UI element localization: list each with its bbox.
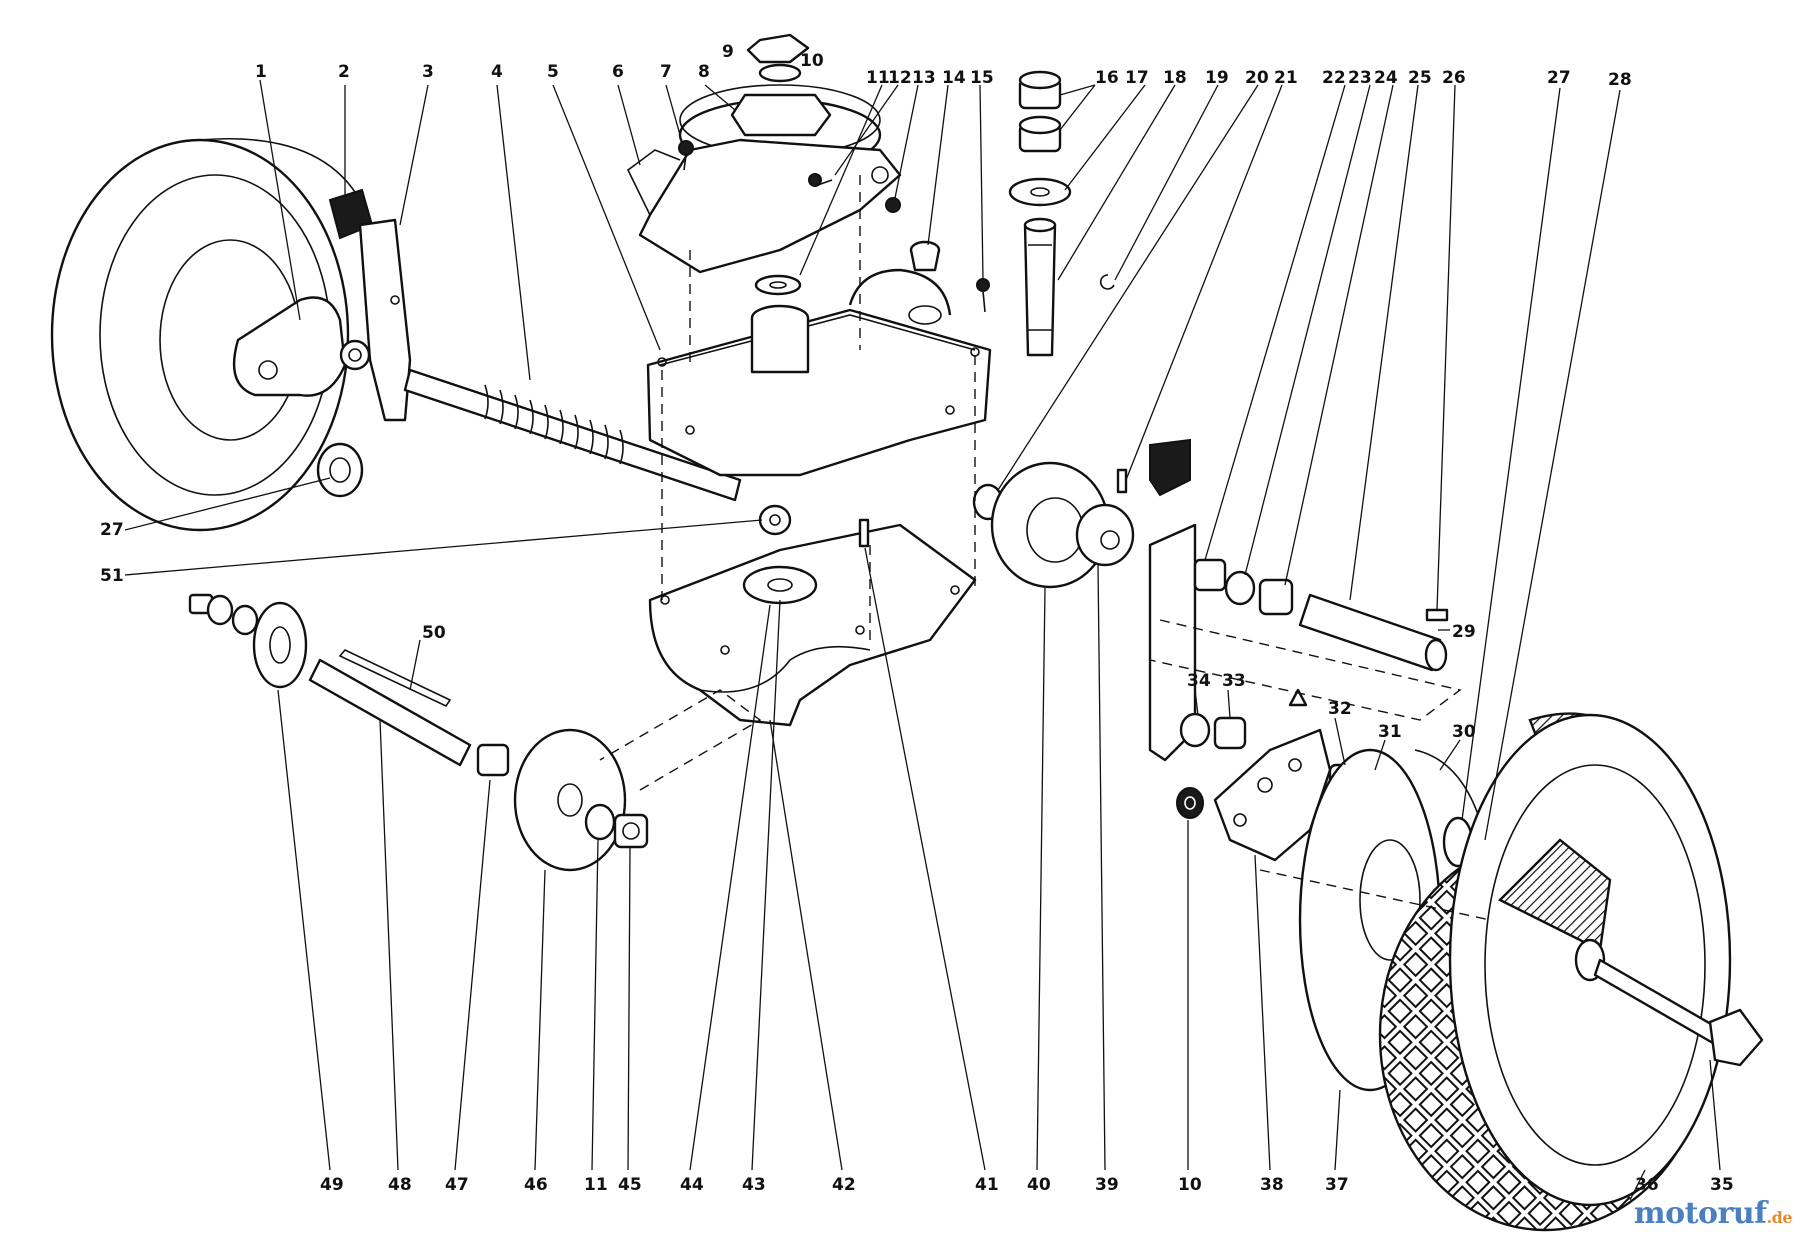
alignment-lines (599, 175, 1491, 921)
callout-48: 48 (388, 1175, 412, 1195)
callout-15: 15 (970, 68, 994, 88)
callout-50: 50 (422, 623, 446, 643)
callout-1: 1 (255, 62, 267, 82)
bearings-23-24 (1193, 558, 1294, 616)
spur-gear-49 (252, 601, 308, 689)
callout-38: 38 (1260, 1175, 1284, 1195)
tire-36 (1378, 712, 1732, 1232)
callout-25: 25 (1408, 68, 1432, 88)
callout-17: 17 (1125, 68, 1149, 88)
callout-46: 46 (524, 1175, 548, 1195)
clip-22 (1149, 438, 1191, 497)
callout-8: 8 (698, 62, 710, 82)
callout-27-top: 27 (1547, 68, 1571, 88)
callout-29: 29 (1452, 622, 1476, 642)
key-26 (1425, 608, 1449, 622)
wheel-bracket (358, 218, 412, 422)
callout-13: 13 (912, 68, 936, 88)
callout-24: 24 (1374, 68, 1398, 88)
worm-gear-44 (742, 565, 818, 605)
washer-11-upper (754, 274, 802, 296)
callout-43: 43 (742, 1175, 766, 1195)
callout-39: 39 (1095, 1175, 1119, 1195)
watermark-tld: .de (1766, 1208, 1793, 1227)
callout-45: 45 (618, 1175, 642, 1195)
vertical-input-shaft (1023, 217, 1057, 357)
callout-19: 19 (1205, 68, 1229, 88)
callout-42: 42 (832, 1175, 856, 1195)
callout-32: 32 (1328, 699, 1352, 719)
callout-35: 35 (1710, 1175, 1734, 1195)
grease-fitting (1288, 688, 1308, 707)
callout-10-bottom: 10 (1178, 1175, 1202, 1195)
callout-36: 36 (1635, 1175, 1659, 1195)
callout-51: 51 (100, 566, 124, 586)
retainer-ring-19 (1099, 274, 1115, 290)
bracket-plate (1148, 523, 1197, 762)
worm-shaft (403, 368, 742, 502)
bushing-45 (613, 813, 649, 849)
bearings-33-34 (1179, 712, 1247, 750)
washer-11-lower (584, 803, 616, 841)
spacer-pair (188, 593, 259, 636)
bearing-51 (758, 504, 792, 536)
pinion-gear-left (316, 442, 364, 498)
callouts: 1 2 3 4 5 6 7 8 9 10 11 12 13 14 15 16 1… (100, 42, 1734, 1195)
nut-and-washer (746, 33, 810, 83)
callout-23: 23 (1348, 68, 1372, 88)
pin-41 (858, 518, 870, 548)
callout-44: 44 (680, 1175, 704, 1195)
drive-gear-46 (513, 728, 627, 872)
callout-11-top: 11 (866, 68, 890, 88)
gearbox-lower-housing (648, 523, 977, 727)
callout-27-left: 27 (100, 520, 124, 540)
watermark-logo: motoruf.de (1633, 1196, 1793, 1231)
grease-cap (909, 240, 941, 272)
callout-11-bottom: 11 (584, 1175, 608, 1195)
callout-21: 21 (1274, 68, 1298, 88)
callout-2: 2 (338, 62, 350, 82)
screws-7-12-13 (678, 140, 901, 213)
axle-48 (308, 658, 472, 767)
nut-10 (1176, 787, 1204, 819)
clutch-39 (1075, 503, 1135, 567)
callout-18: 18 (1163, 68, 1187, 88)
callout-14: 14 (942, 68, 966, 88)
bolt-15 (976, 278, 990, 313)
belt-guard-plate (626, 138, 902, 274)
key-50 (338, 649, 452, 708)
callout-30: 30 (1452, 722, 1476, 742)
callout-6: 6 (612, 62, 624, 82)
callout-31: 31 (1378, 722, 1402, 742)
callout-34: 34 (1187, 671, 1211, 691)
callout-10-top: 10 (800, 51, 824, 71)
bearing-stack (1008, 70, 1072, 207)
callout-16: 16 (1095, 68, 1119, 88)
callout-5: 5 (547, 62, 559, 82)
leader-lines (124, 79, 1721, 1201)
callout-26: 26 (1442, 68, 1466, 88)
callout-20: 20 (1245, 68, 1269, 88)
callout-37: 37 (1325, 1175, 1349, 1195)
watermark-main: motoruf (1633, 1196, 1767, 1231)
callout-3: 3 (422, 62, 434, 82)
gearbox-upper-housing (646, 268, 992, 477)
shaft-25 (1298, 593, 1448, 672)
callout-49: 49 (320, 1175, 344, 1195)
callout-47: 47 (445, 1175, 469, 1195)
callout-12: 12 (888, 68, 912, 88)
bushing-47 (476, 743, 510, 777)
callout-22: 22 (1322, 68, 1346, 88)
callout-41: 41 (975, 1175, 999, 1195)
callout-4: 4 (491, 62, 503, 82)
callout-40: 40 (1027, 1175, 1051, 1195)
callout-28: 28 (1608, 70, 1632, 90)
axle-bolt-35 (1593, 958, 1764, 1067)
spring-pin-21 (1116, 468, 1128, 494)
left-wheel (50, 137, 361, 532)
callout-33: 33 (1222, 671, 1246, 691)
callout-9: 9 (722, 42, 734, 62)
callout-7: 7 (660, 62, 672, 82)
